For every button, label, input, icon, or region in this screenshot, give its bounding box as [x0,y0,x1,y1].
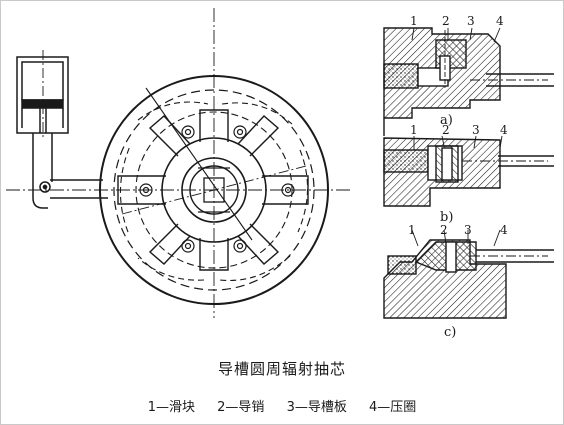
part-label: 2 [440,223,448,237]
part-label: 4 [500,123,508,137]
part-label: 1 [410,14,418,28]
section-view-c [383,229,554,319]
part-label: 1 [410,123,418,137]
guide-grooves [119,101,309,282]
legend-item-guide-pin: 2—导销 [217,400,265,415]
legend-item-guide-plate: 3—导槽板 [286,400,347,415]
part-label: 2 [442,14,450,28]
part-label: 4 [496,14,504,28]
part-label: 3 [467,14,475,28]
part-label: 3 [464,223,472,237]
figure-caption: 导槽圆周辐射抽芯 [217,360,346,378]
parts-legend: 1—滑块 2—导销 3—导槽板 4—压圈 [0,396,564,415]
legend-item-slider: 1—滑块 [147,400,195,415]
part-labels-a: 1 2 3 4 a) [410,14,504,128]
part-label: 1 [408,223,416,237]
part-labels-c: 1 2 3 4 c) [408,223,508,340]
legend-item-press-ring: 4—压圈 [368,400,417,415]
sliders [117,109,309,271]
subfigure-label-a: a) [440,113,453,128]
guide-pins [139,125,295,253]
part-label: 2 [442,123,450,137]
subfigure-label-c: c) [444,325,456,340]
subfigure-label-b: b) [440,210,453,225]
part-labels-b: 1 2 3 4 b) [410,123,508,225]
connecting-rod [32,133,108,209]
guide-groove-plate [99,8,329,318]
core-center [198,167,230,213]
part-label: 4 [500,223,508,237]
part-label: 3 [472,123,480,137]
hydraulic-cylinder [16,56,69,134]
section-view-a [383,27,554,136]
section-view-b [383,135,554,207]
